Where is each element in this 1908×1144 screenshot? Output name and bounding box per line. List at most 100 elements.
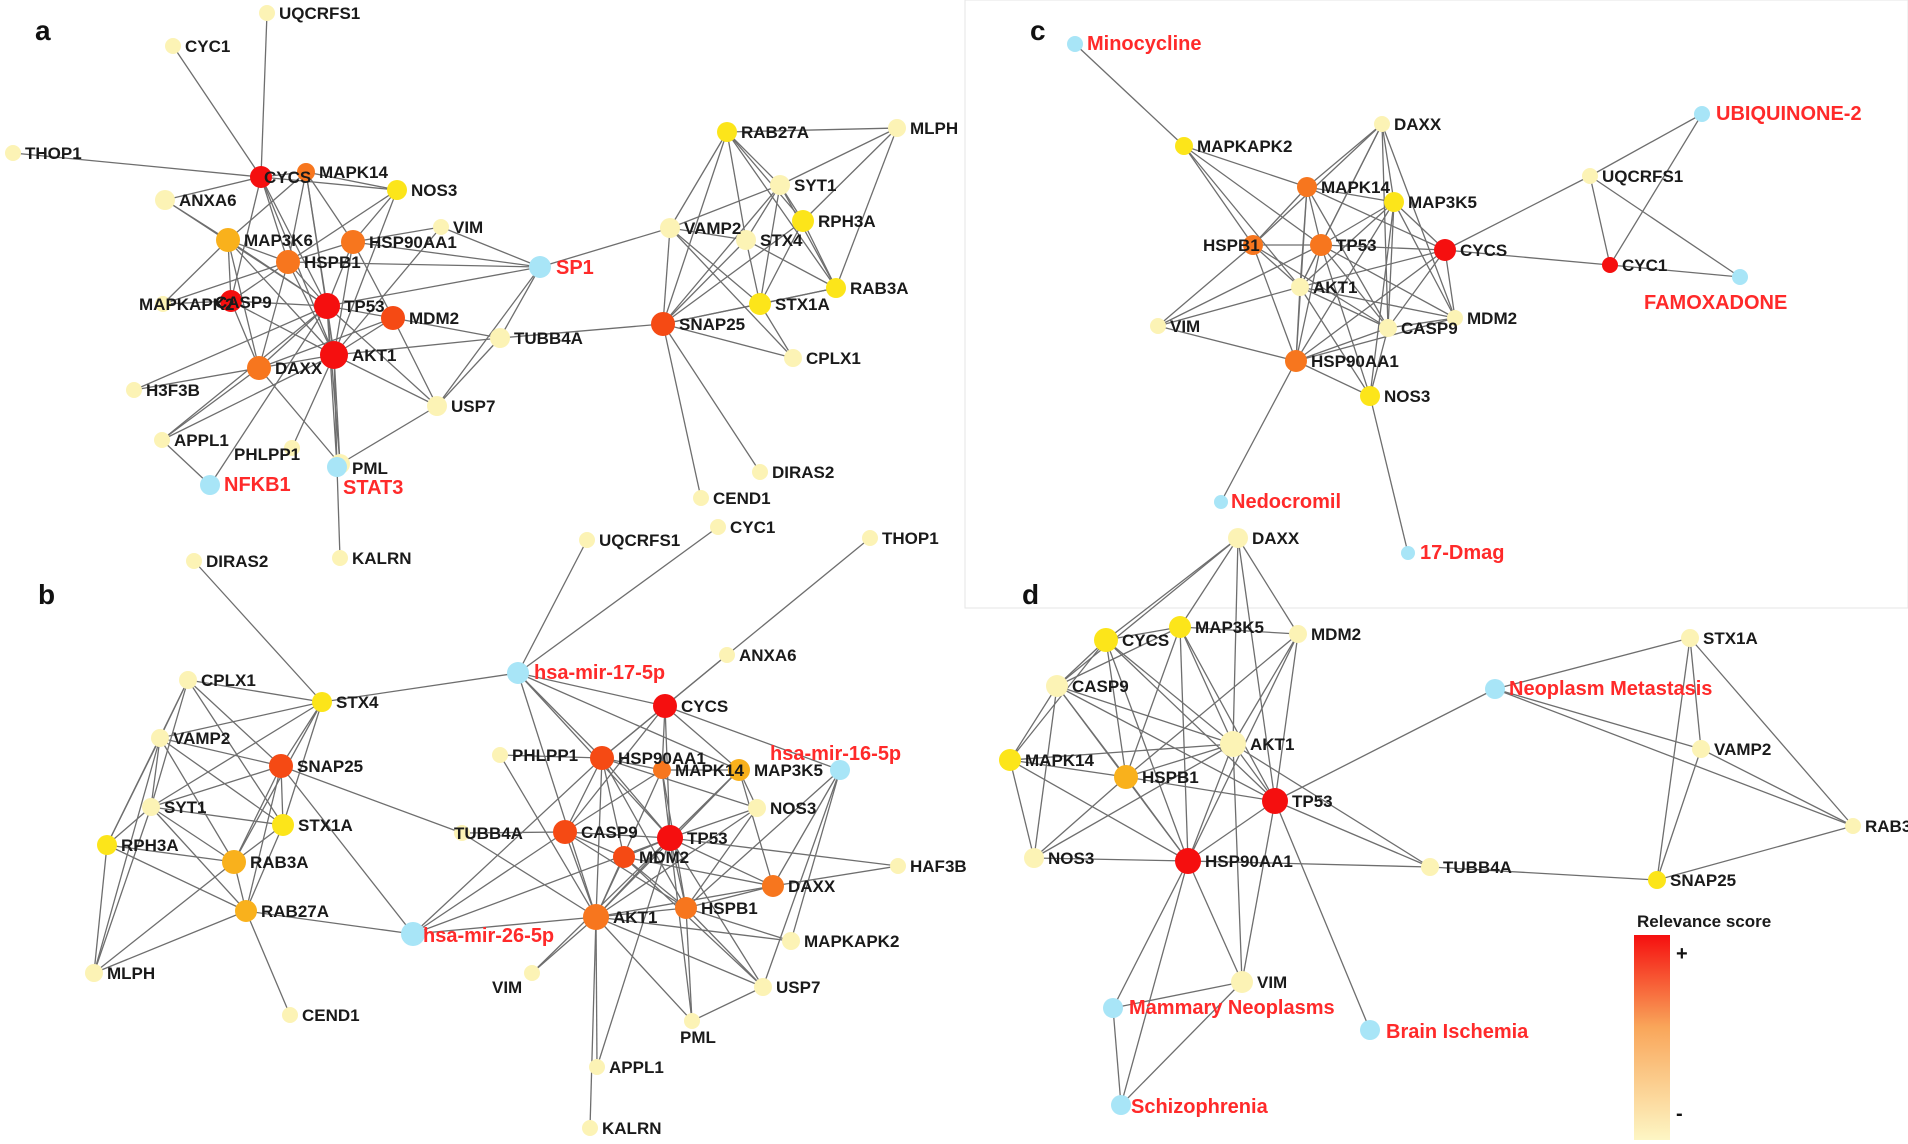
node-nos3 — [1024, 848, 1044, 868]
label-cycs: CYCS — [1460, 241, 1507, 260]
label-cyc1: CYC1 — [1622, 256, 1667, 275]
label-nedocromil: Nedocromil — [1231, 491, 1341, 513]
edge-syt1-rab3a — [779, 184, 837, 289]
node-hsp90aa1 — [1175, 848, 1201, 874]
label-hspb1: HSPB1 — [1203, 236, 1260, 255]
node-rph3a — [97, 835, 117, 855]
edge-cycs-hsp90aa1 — [601, 705, 666, 759]
edge-hsp90aa1-casp9 — [564, 757, 603, 833]
edge-casp9-tp53 — [230, 300, 328, 307]
label-vamp2: VAMP2 — [684, 219, 741, 238]
edge-snap25-tubb4a — [280, 765, 463, 834]
node-rab27a — [717, 122, 737, 142]
node-h3f3b — [126, 382, 142, 398]
node-nfkb1 — [200, 475, 220, 495]
node-thop1 — [862, 530, 878, 546]
edge-snap25-diras2 — [662, 323, 761, 473]
edge-appl1-tp53 — [596, 837, 671, 1068]
label-mir26: hsa-mir-26-5p — [423, 925, 554, 947]
edge-nos3-dmag — [1369, 395, 1409, 554]
label-map3k5: MAP3K5 — [1408, 193, 1477, 212]
edge-tp53-h3f3b — [133, 305, 328, 391]
nodes-panel-b — [85, 519, 906, 1136]
edge-map3k6-mapkapk2 — [162, 239, 229, 305]
edge-tp53-vim — [1241, 800, 1276, 983]
edge-mlph-rab3a — [835, 127, 898, 289]
nodes-panel-c — [1067, 36, 1748, 560]
edge-stx1a-rab27a — [245, 824, 284, 912]
edge-nos3-akt1 — [595, 807, 758, 918]
edge-mapkapk2-hspb1 — [1183, 145, 1254, 246]
edge-daxx-hspb1 — [1252, 123, 1383, 246]
edge-mir17-hsp90aa1 — [517, 672, 603, 759]
edge-tp53-daxx — [258, 305, 328, 369]
edge-rab27a-mlph — [726, 127, 898, 133]
panel-c-frame — [964, 0, 1908, 609]
edge-stx1a-rab3a — [1689, 637, 1854, 827]
edge-mapk14-hspb1 — [1252, 186, 1308, 246]
label-snap25: SNAP25 — [297, 757, 363, 776]
label-mapk14: MAPK14 — [319, 163, 389, 182]
edge-stat3-kalrn — [336, 466, 341, 559]
edge-tp53-akt1 — [595, 837, 671, 918]
label-mdm2: MDM2 — [639, 848, 689, 867]
edge-neomet-vamp2 — [1494, 688, 1702, 750]
label-casp9: CASP9 — [215, 293, 272, 312]
label-diras2: DIRAS2 — [206, 552, 268, 571]
label-hsp90aa1: HSP90AA1 — [618, 749, 706, 768]
edge-rab27a-cend1 — [245, 910, 291, 1016]
edge-mapk14-hsp90aa1 — [1009, 759, 1189, 862]
label-pml: PML — [352, 459, 388, 478]
edge-stx1a-vamp2 — [1689, 637, 1702, 750]
edge-hsp90aa1-nedocromil — [1220, 360, 1297, 503]
edge-syt1-stx4 — [745, 184, 781, 241]
edge-mapk14-casp9 — [1306, 186, 1389, 329]
edge-cycs-cyc1 — [1444, 249, 1611, 266]
label-mapk14: MAPK14 — [1321, 178, 1391, 197]
edge-usp7-pml — [691, 986, 764, 1022]
edge-mammary-schizo — [1112, 1007, 1122, 1106]
label-phlpp1: PHLPP1 — [234, 445, 300, 464]
edge-tp53-neomet — [1274, 688, 1496, 802]
edge-rab27a-mlph — [93, 910, 247, 974]
node-mdm2 — [613, 846, 635, 868]
node-cend1 — [693, 490, 709, 506]
label-dmag: 17-Dmag — [1420, 542, 1504, 564]
node-cycs — [1434, 239, 1456, 261]
label-anxa6: ANXA6 — [739, 646, 797, 665]
label-cyc1: CYC1 — [185, 37, 230, 56]
edge-tp53-haf3b — [669, 837, 899, 867]
label-akt1: AKT1 — [352, 346, 396, 365]
label-cycs: CYCS — [1122, 631, 1169, 650]
edge-tp53-hsp90aa1 — [1187, 800, 1276, 862]
edge-stx4-stx1a — [282, 701, 323, 826]
edge-akt1-phlpp1 — [291, 354, 335, 449]
edge-hsp90aa1-tubb4a — [1187, 860, 1431, 868]
node-casp9 — [220, 290, 242, 312]
edge-rab27a-rph3a — [726, 131, 804, 222]
label-rab3a: RAB3A — [1865, 817, 1908, 836]
edge-mir17-cyc1 — [517, 526, 719, 674]
edge-cycs-akt1 — [1105, 639, 1234, 745]
label-cend1: CEND1 — [713, 489, 771, 508]
node-uqcrfs1 — [1582, 168, 1598, 184]
panel-letter-c: c — [1030, 15, 1046, 46]
edge-vim-mammary — [1112, 981, 1243, 1009]
edge-hspb1-usp7 — [685, 907, 764, 988]
edge-mlph-syt1 — [779, 127, 898, 186]
label-cyc1: CYC1 — [730, 518, 775, 537]
edge-vamp2-snap25 — [662, 227, 671, 325]
edge-mdm2-tubb4a — [392, 317, 501, 339]
edge-mdm2-daxx — [623, 856, 774, 887]
node-mdm2 — [1289, 625, 1307, 643]
edge-tubb4a-casp9 — [461, 831, 566, 834]
label-hsp90aa1: HSP90AA1 — [1311, 352, 1399, 371]
node-mlph — [888, 119, 906, 137]
legend-title: Relevance score — [1637, 912, 1771, 931]
label-pml: PML — [680, 1028, 716, 1047]
edge-cyc1-famox — [1609, 264, 1741, 278]
edge-casp9-daxx — [230, 300, 260, 369]
node-sp1 — [529, 256, 551, 278]
edge-akt1-mapkapk2 — [595, 916, 792, 942]
